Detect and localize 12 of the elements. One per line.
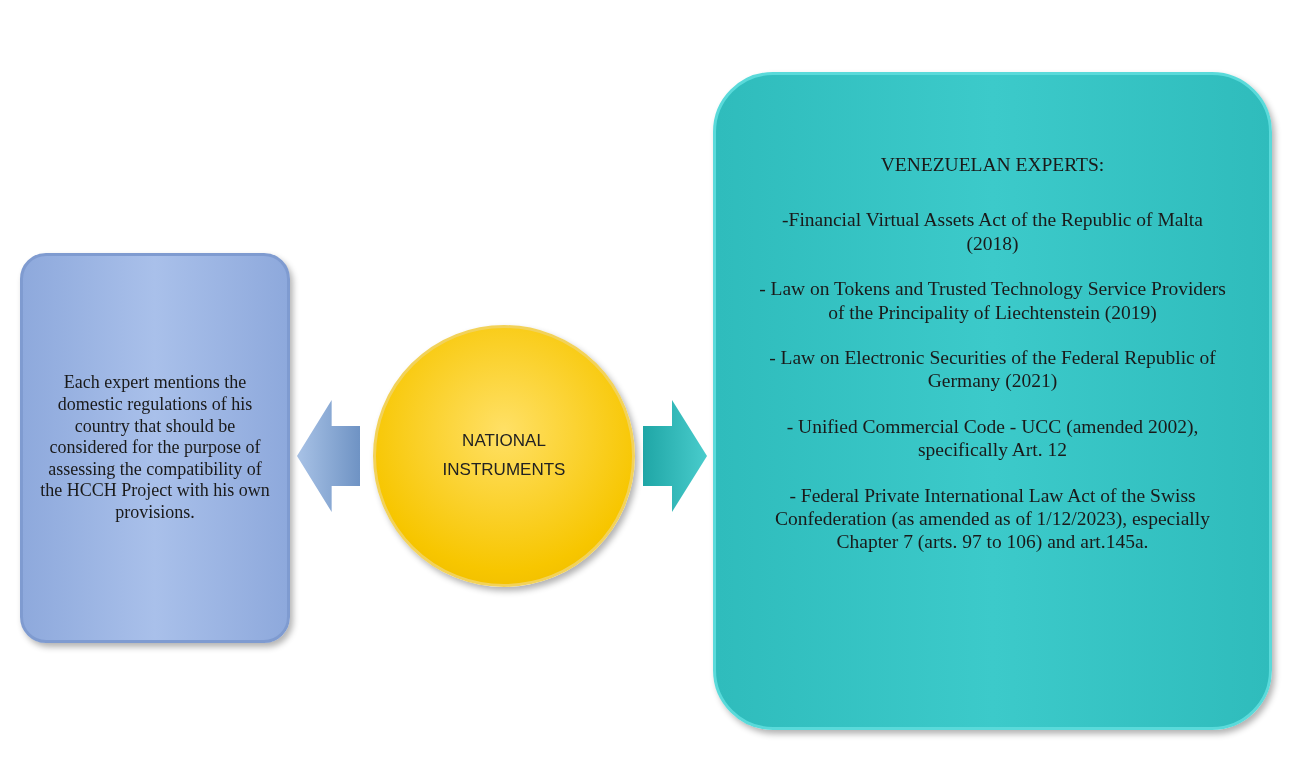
body-text: NATIONAL INSTRUMENTS: [441, 430, 567, 481]
body-text: - Unified Commercial Code - UCC (amended 2002), specifically Art. 12: [785, 414, 1200, 462]
body-text: -Financial Virtual Assets Act of the Republic of Malta (2018): [781, 208, 1204, 256]
list-box: [713, 72, 1272, 730]
body-text: - Federal Private International Law Act of the Swiss Confederation (as amended as of 1/12/2023), especially Chapter 7 (arts. 97 to 106) and art.145a.: [774, 483, 1211, 554]
body-text: - Law on Electronic Securities of the Federal Republic of Germany (2021): [768, 345, 1217, 393]
body-text: - Law on Tokens and Trusted Technology Service Providers of the Principality of Liechtenstein (2019): [758, 277, 1227, 324]
body-text: Each expert mentions the domestic regulations of his country that should be considered for the purpose of assessing the compatibility of the HCCH Project with his own provisions.: [39, 372, 271, 524]
block-arrow: [297, 400, 360, 512]
block-arrow: [643, 400, 707, 512]
description-box: [20, 253, 290, 643]
heading-text: VENEZUELAN EXPERTS:: [880, 153, 1105, 177]
